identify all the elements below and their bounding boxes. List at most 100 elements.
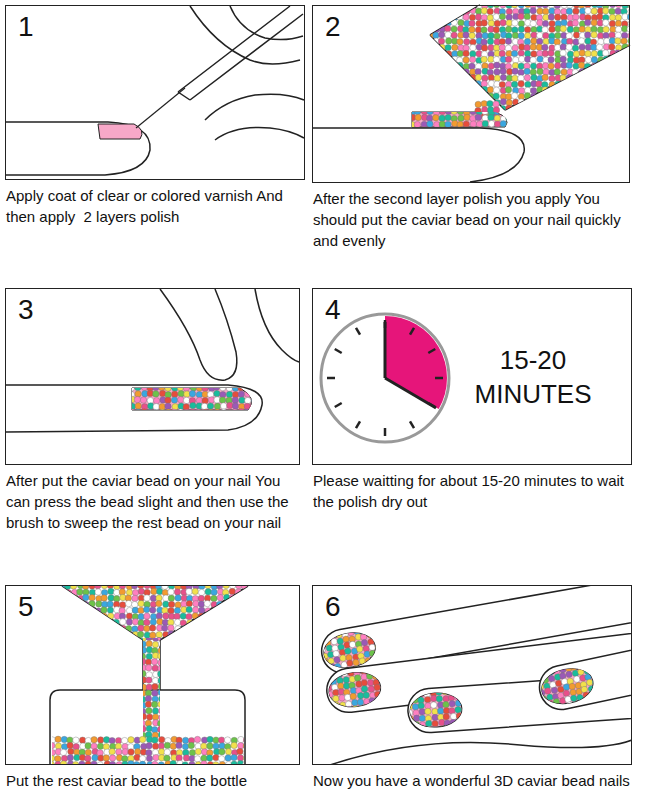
bead [150, 619, 156, 625]
bead [548, 86, 554, 92]
bead [627, 26, 633, 32]
bead [475, 81, 481, 87]
bead [427, 80, 433, 86]
bead [456, 713, 463, 720]
bead [615, 26, 621, 32]
bead [89, 625, 95, 631]
bead [89, 607, 95, 613]
bead [561, 20, 567, 26]
bead [186, 625, 192, 631]
bead [448, 694, 455, 701]
bead [427, 93, 433, 99]
bead [414, 727, 421, 734]
bead [438, 62, 444, 68]
bead [325, 678, 332, 685]
bead [152, 708, 158, 714]
bead [546, 669, 554, 677]
bead [243, 761, 244, 764]
clock-tick [327, 377, 335, 380]
bead [181, 637, 187, 643]
bead [481, 27, 487, 33]
bead [463, 50, 469, 56]
bead [621, 86, 627, 92]
bead [584, 112, 590, 118]
bead [470, 108, 476, 114]
bead [518, 106, 524, 112]
bead [101, 632, 107, 638]
bead [247, 625, 253, 631]
bead [229, 588, 235, 594]
bead [238, 736, 244, 742]
bead [628, 98, 634, 104]
bead [513, 57, 519, 63]
bead [463, 69, 469, 75]
bead [218, 737, 224, 743]
bead [251, 396, 257, 402]
bead [488, 127, 494, 133]
bead [243, 750, 244, 756]
bead [469, 81, 475, 87]
bead [59, 608, 65, 614]
bead [426, 87, 432, 93]
bead [202, 398, 208, 404]
bead [152, 641, 158, 647]
bead [85, 761, 91, 764]
bead [235, 607, 241, 613]
bead [439, 32, 445, 38]
bead [482, 93, 488, 99]
bead [481, 20, 487, 26]
bead [537, 20, 543, 26]
bead [585, 38, 591, 44]
bead [517, 111, 523, 117]
bead [616, 75, 622, 81]
bead [554, 99, 560, 105]
bead [537, 99, 543, 105]
bead [537, 105, 543, 111]
bead [493, 14, 499, 20]
bead [374, 637, 381, 644]
bead [540, 695, 548, 703]
bead [584, 63, 590, 69]
bead [241, 620, 247, 626]
bead [615, 8, 621, 14]
bead [77, 620, 83, 626]
bead [143, 641, 146, 647]
bead [414, 108, 420, 114]
bead [352, 705, 359, 712]
bead [152, 684, 158, 690]
bead [446, 99, 452, 105]
bead [450, 719, 457, 726]
bead [443, 713, 450, 720]
bead [108, 638, 114, 644]
bead [597, 14, 603, 20]
bead [134, 754, 140, 760]
bead [193, 632, 199, 638]
bead [512, 127, 518, 133]
bead [548, 50, 554, 56]
bead [219, 743, 225, 749]
bead [72, 638, 78, 644]
bead [419, 721, 426, 728]
bead [102, 625, 108, 631]
bead [163, 613, 169, 619]
bead [158, 683, 160, 689]
bead [505, 87, 511, 93]
bead [463, 14, 469, 20]
bead [211, 613, 217, 619]
bead [585, 57, 591, 63]
bead [235, 619, 241, 625]
bead [230, 607, 236, 613]
bead [579, 86, 585, 92]
bead [579, 68, 585, 74]
bead [433, 105, 439, 111]
bead [458, 115, 464, 121]
bead [141, 409, 147, 415]
bead [120, 632, 126, 638]
bead [170, 760, 176, 764]
bead [251, 391, 257, 397]
caviar-beads [52, 736, 244, 764]
bead [603, 93, 609, 99]
bead [524, 68, 530, 74]
bead [95, 632, 101, 638]
bead [621, 105, 627, 111]
